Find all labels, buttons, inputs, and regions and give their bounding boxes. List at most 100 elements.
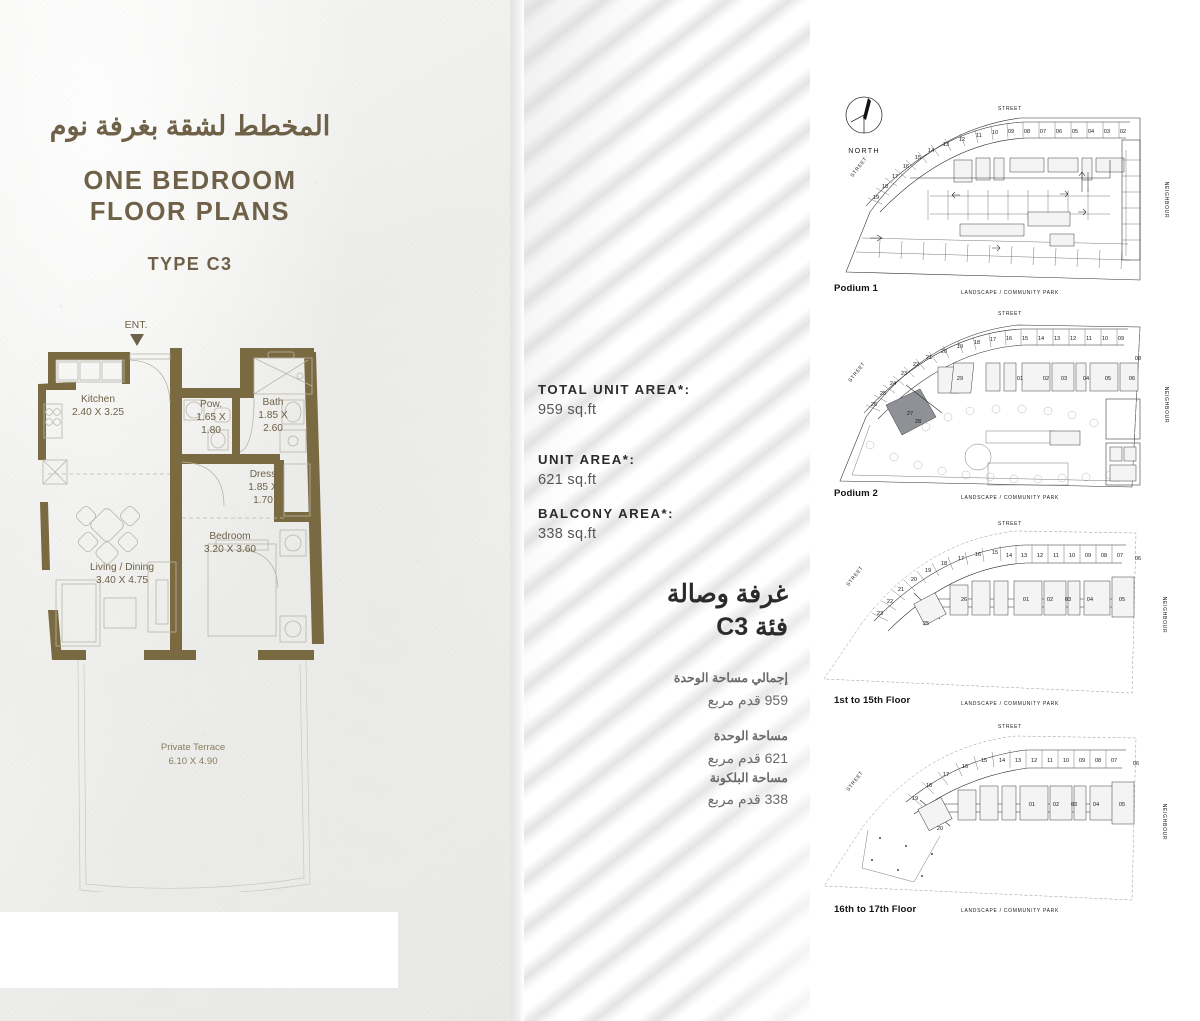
podium-2-drawing: STREET LANDSCAPE / COMMUNITY PARK NEIGHB… [839, 311, 1169, 501]
white-overlay-block [0, 912, 398, 988]
plan4-top-label: STREET [998, 724, 1022, 730]
english-title-line-1: ONE BEDROOM [83, 166, 297, 195]
svg-text:09: 09 [1079, 758, 1085, 764]
center-ribbed-panel: TOTAL UNIT AREA*: 959 sq.ft UNIT AREA*: … [510, 0, 810, 1021]
svg-text:04: 04 [1087, 597, 1093, 603]
svg-text:27: 27 [907, 411, 913, 417]
svg-text:12: 12 [1037, 553, 1043, 559]
svg-text:19: 19 [912, 796, 918, 802]
svg-text:25: 25 [880, 391, 886, 397]
svg-text:26: 26 [871, 402, 877, 408]
svg-text:23: 23 [901, 371, 907, 377]
svg-text:20: 20 [941, 349, 947, 355]
svg-text:13: 13 [1021, 553, 1027, 559]
unit-area-value: 621 sq.ft [538, 472, 597, 488]
arabic-specs: غرفة وصالة فئة C3 إجمالي مساحة الوحدة 95… [538, 578, 788, 810]
english-specs: TOTAL UNIT AREA*: 959 sq.ft UNIT AREA*: … [538, 382, 788, 542]
plan1-outer-units: 19 18 17 16 15 14 13 12 11 10 09 08 07 0… [873, 129, 1126, 201]
svg-text:28: 28 [915, 419, 921, 425]
svg-text:15: 15 [1022, 336, 1028, 342]
room-label-terrace: Private Terrace [161, 742, 225, 753]
svg-text:01: 01 [1029, 802, 1035, 808]
room-labels: Kitchen 2.40 X 3.25 Pow. 1.65 X 1.80 Bat… [72, 394, 288, 767]
svg-text:21: 21 [898, 587, 904, 593]
svg-text:22: 22 [887, 599, 893, 605]
room-dims-dress-2: 1.70 [253, 495, 273, 506]
room-label-bedroom: Bedroom [209, 531, 250, 542]
plan1-bottom-label: LANDSCAPE / COMMUNITY PARK [961, 290, 1059, 296]
svg-text:06: 06 [1129, 376, 1135, 382]
svg-text:17: 17 [943, 772, 949, 778]
svg-text:18: 18 [926, 783, 932, 789]
plan3-name: 1st to 15th Floor [834, 695, 911, 706]
roof-terrace-dots [871, 837, 933, 877]
plan3-top-label: STREET [998, 521, 1022, 527]
title-block: المخطط لشقة بغرفة نوم ONE BEDROOM FLOOR … [0, 110, 380, 275]
plan1-name: Podium 1 [834, 283, 878, 294]
arabic-heading-line-2: فئة C3 [716, 612, 788, 641]
svg-text:08: 08 [1101, 553, 1107, 559]
svg-text:18: 18 [882, 184, 888, 190]
svg-text:02: 02 [1120, 129, 1126, 135]
svg-text:06: 06 [1135, 556, 1141, 562]
arabic-heading-line-1: غرفة وصالة [666, 580, 788, 608]
room-dims-bedroom: 3.20 X 3.60 [204, 544, 256, 555]
svg-text:16: 16 [903, 164, 909, 170]
svg-text:02: 02 [1047, 597, 1053, 603]
svg-text:19: 19 [873, 195, 879, 201]
svg-text:25: 25 [923, 621, 929, 627]
svg-text:22: 22 [913, 362, 919, 368]
svg-text:21: 21 [926, 355, 932, 361]
plan3-inner-units: 25 26 01 02 03 04 05 [923, 597, 1125, 627]
panel-left-edge [510, 0, 524, 1021]
plan1-left-label: STREET [849, 156, 868, 179]
plan4-left-label: STREET [845, 770, 864, 793]
arabic-title: المخطط لشقة بغرفة نوم [49, 111, 331, 141]
fixtures [42, 351, 313, 647]
plan3-bottom-label: LANDSCAPE / COMMUNITY PARK [961, 701, 1059, 707]
svg-text:03: 03 [1104, 129, 1110, 135]
svg-text:04: 04 [1093, 802, 1099, 808]
svg-text:19: 19 [925, 568, 931, 574]
site-plan-floors-16-17: STREET LANDSCAPE / COMMUNITY PARK NEIGHB… [810, 718, 1200, 923]
unit-type-label: TYPE C3 [147, 253, 233, 274]
plan1-top-label: STREET [998, 106, 1022, 112]
total-unit-area-value: 959 sq.ft [538, 402, 597, 418]
room-label-kitchen: Kitchen [81, 394, 115, 405]
svg-text:01: 01 [1017, 376, 1023, 382]
room-dims-living: 3.40 X 4.75 [96, 575, 148, 586]
svg-text:01: 01 [1023, 597, 1029, 603]
plan2-inner-units: 28 29 01 02 03 04 05 06 [915, 376, 1135, 425]
english-title-line-2: FLOOR PLANS [89, 197, 291, 226]
svg-text:11: 11 [1053, 553, 1059, 559]
plan3-right-label: NEIGHBOUR [1161, 597, 1167, 634]
svg-text:15: 15 [981, 758, 987, 764]
svg-text:14: 14 [928, 148, 934, 154]
plan4-right-label: NEIGHBOUR [1161, 804, 1167, 841]
svg-text:12: 12 [1070, 336, 1076, 342]
svg-text:06: 06 [1056, 129, 1062, 135]
svg-text:12: 12 [959, 137, 965, 143]
site-plan-podium-2: STREET LANDSCAPE / COMMUNITY PARK NEIGHB… [810, 305, 1200, 505]
room-dims-powder-2: 1.80 [201, 425, 221, 436]
svg-text:20: 20 [937, 826, 943, 832]
svg-text:03: 03 [1065, 597, 1071, 603]
svg-text:04: 04 [1083, 376, 1089, 382]
balcony-area-value: 338 sq.ft [538, 526, 597, 542]
left-paper-panel: المخطط لشقة بغرفة نوم ONE BEDROOM FLOOR … [0, 0, 510, 1021]
svg-text:09: 09 [1118, 336, 1124, 342]
plan2-right-label: NEIGHBOUR [1163, 387, 1169, 424]
room-label-powder: Pow. [200, 399, 222, 410]
site-plans-panel: NORTH .ln{fill:none;stroke:#2a2a2a;strok… [810, 0, 1200, 1021]
svg-text:04: 04 [1088, 129, 1094, 135]
plan4-bottom-label: LANDSCAPE / COMMUNITY PARK [961, 908, 1059, 914]
svg-text:03: 03 [1061, 376, 1067, 382]
room-label-dress: Dress [250, 469, 277, 480]
compass-icon [845, 96, 883, 134]
paper-texture [0, 0, 510, 1021]
arabic-total-label: إجمالي مساحة الوحدة [673, 671, 788, 685]
site-plan-podium-1: .ln{fill:none;stroke:#2a2a2a;stroke-widt… [810, 100, 1200, 300]
svg-text:10: 10 [992, 130, 998, 136]
svg-text:13: 13 [1015, 758, 1021, 764]
floors-1-15-drawing: STREET LANDSCAPE / COMMUNITY PARK NEIGHB… [823, 521, 1167, 707]
